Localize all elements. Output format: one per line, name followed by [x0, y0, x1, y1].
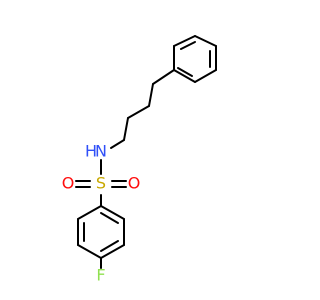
phenyl-ring-bond: [194, 69, 217, 83]
phenyl-ring-double-bond: [180, 41, 196, 50]
fluorophenyl-ring-double-bond: [100, 240, 119, 252]
fluorophenyl-ring-bond: [77, 205, 102, 220]
phenyl-ring-double-bond: [177, 67, 193, 77]
butyl-chain-bond: [148, 83, 154, 107]
fluorophenyl-ring-double-bond: [100, 212, 119, 224]
sulfur-label: S: [96, 174, 106, 193]
nitrogen-hydrogen-label: H: [85, 142, 97, 161]
bond-layer: [75, 35, 217, 269]
oxygen-left-label: O: [62, 174, 75, 193]
fluorophenyl-ring-bond: [100, 244, 125, 259]
phenyl-ring-bond: [173, 69, 196, 83]
butyl-chain-bond: [123, 117, 129, 141]
molecule-structure-diagram: H N S O O F: [62, 35, 217, 285]
phenyl-ring-bond: [173, 35, 196, 47]
fluorophenyl-ring-bond: [77, 244, 102, 259]
butyl-chain-bond: [127, 105, 150, 119]
fluorine-label: F: [96, 266, 105, 285]
fluorophenyl-ring-bond: [100, 205, 125, 220]
phenyl-ring-bond: [194, 35, 217, 47]
butyl-chain-bond: [152, 69, 175, 85]
oxygen-right-label: O: [128, 174, 141, 193]
nitrogen-label: N: [95, 142, 107, 161]
atom-label-layer: H N S O O F: [62, 142, 141, 285]
n-c-bond: [110, 139, 125, 149]
